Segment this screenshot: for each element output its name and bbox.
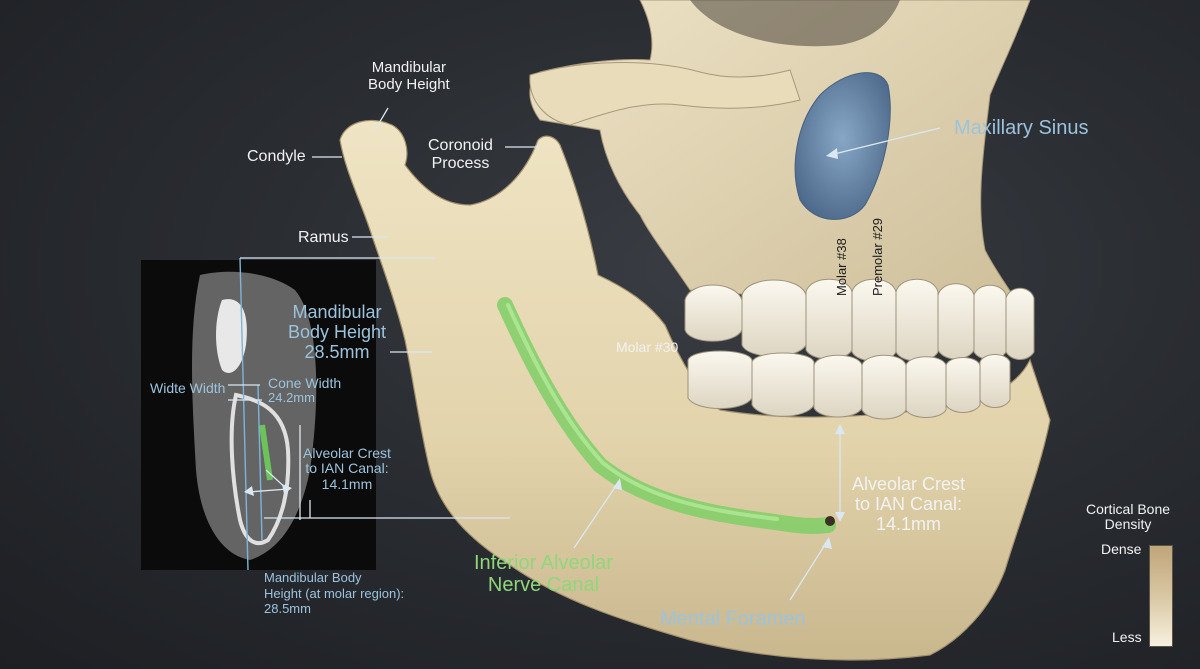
inferior-alveolar-nerve-canal bbox=[497, 297, 836, 534]
inferior-alveolar-nerve-canal-label: Inferior Alveolar Nerve Canal bbox=[474, 552, 613, 596]
maxillary-sinus-label: Maxillary Sinus bbox=[954, 117, 1089, 139]
ramus-label: Ramus bbox=[298, 229, 349, 246]
molar-30-label: Molar #30 bbox=[616, 339, 679, 355]
upper-teeth bbox=[684, 278, 1035, 362]
ct-cone-width-label: Cone Width 24.2mm bbox=[268, 375, 342, 406]
ct-alveolar-crest-label: Alveolar Crest to IAN Canal: 14.1mm bbox=[303, 445, 391, 492]
alveolar-crest-label: Alveolar Crest to IAN Canal: 14.1mm bbox=[852, 474, 966, 534]
premolar-29-label: Premolar #29 bbox=[870, 217, 885, 296]
molar-38-label: Molar #38 bbox=[834, 238, 849, 296]
coronoid-process-label: Coronoid Process bbox=[428, 137, 493, 172]
ct-tooth-root bbox=[216, 299, 247, 373]
mandibular-body-height-label: Mandibular Body Height 28.5mm bbox=[288, 302, 387, 362]
mental-foramen-label: Mental Foramen bbox=[660, 608, 806, 630]
legend-dense-label: Dense bbox=[1101, 541, 1142, 557]
maxillary-sinus-shape bbox=[794, 72, 891, 220]
zygomatic-arch bbox=[529, 62, 801, 126]
leader-lines bbox=[228, 107, 941, 601]
arrowheads bbox=[244, 148, 845, 549]
lower-teeth bbox=[687, 350, 1011, 420]
legend-color-bar bbox=[1149, 545, 1173, 647]
ct-mandibular-body-height-label: Mandibular Body Height (at molar region)… bbox=[264, 570, 405, 617]
ct-widte-width-label: Widte Width bbox=[150, 380, 226, 396]
ct-cortical-outline bbox=[229, 392, 291, 546]
ct-nerve-canal bbox=[259, 424, 273, 481]
eye-socket-shadow bbox=[690, 0, 900, 47]
legend-less-label: Less bbox=[1112, 629, 1142, 645]
mandibular-body-height-top-label: Mandibular Body Height bbox=[368, 59, 450, 93]
mental-foramen-hole bbox=[825, 516, 835, 526]
condyle-label: Condyle bbox=[247, 148, 306, 165]
legend-title: Cortical Bone Density bbox=[1086, 501, 1171, 533]
